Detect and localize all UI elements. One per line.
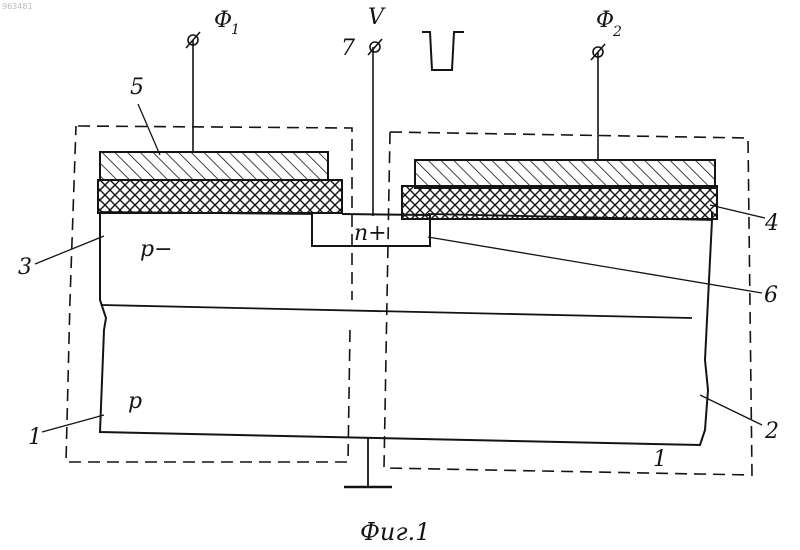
label-n-plus: n+ [354, 221, 387, 246]
gate-electrode-right [415, 160, 715, 188]
dielectric-layer-right [402, 186, 717, 219]
label-phi2: Φ [596, 8, 614, 33]
label-p-minus: p− [140, 237, 173, 262]
watermark-text: 963481 [2, 2, 33, 11]
ref-6: 6 [764, 283, 778, 308]
label-phi2-sub: 2 [612, 24, 622, 40]
label-terminal7: 7 [341, 36, 355, 61]
layer-boundary-line [102, 305, 692, 318]
ref-1-right: 1 [653, 447, 667, 472]
gate-electrode-left [100, 152, 328, 180]
ref-3: 3 [18, 255, 32, 280]
ref-4: 4 [764, 211, 779, 236]
label-p: p [128, 389, 142, 414]
ref-2: 2 [764, 419, 779, 444]
ref-1-left: 1 [28, 425, 42, 450]
figure-caption: Фиг.1 [360, 518, 430, 546]
label-phi1-sub: 1 [231, 22, 240, 38]
label-phi1: Φ [214, 8, 232, 33]
label-v: V [368, 5, 386, 30]
pulse-symbol-icon [422, 32, 464, 70]
ref-5: 5 [130, 75, 144, 100]
dielectric-layer-left [98, 180, 342, 213]
